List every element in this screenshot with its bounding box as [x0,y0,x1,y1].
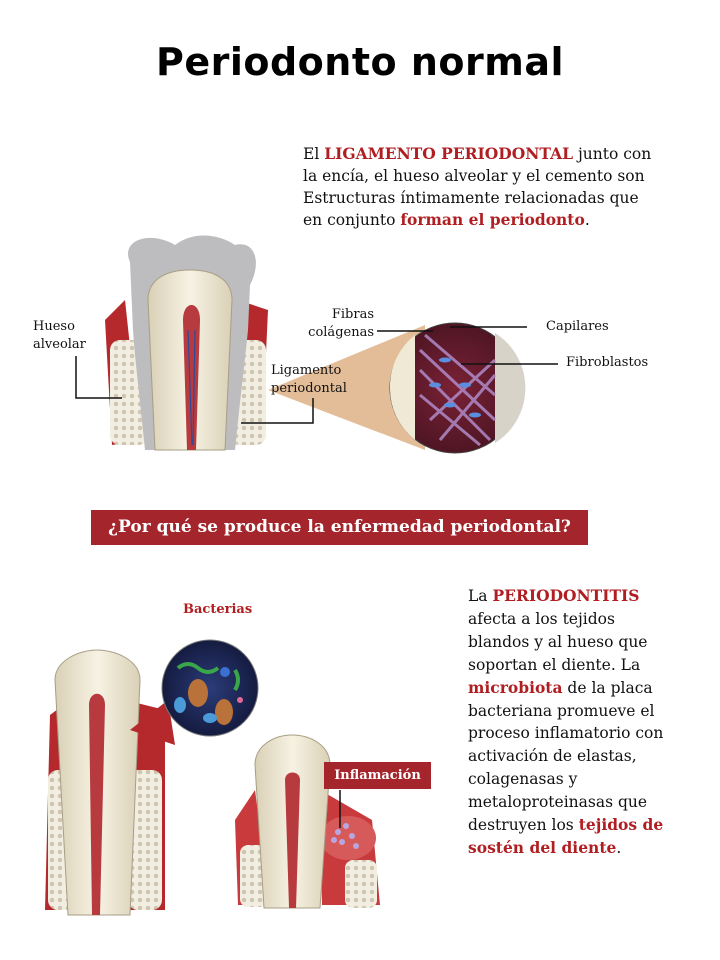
label-hueso-alveolar: Hueso alveolar [33,319,86,352]
tooth-illustration-healthy [45,649,165,916]
label-fibroblastos: Fibroblastos [566,355,649,370]
label-ligamento-periodontal: Ligamento periodontal [271,363,347,396]
label-capilares: Capilares [546,319,609,334]
ligament-zoom [268,322,526,454]
tooth-illustration-top [105,235,268,451]
label-inflamacion: Inflamación [324,762,431,789]
intro-paragraph: El LIGAMENTO PERIODONTAL junto con la en… [303,144,652,229]
bacteria-zoom [130,639,259,745]
label-fibras-colagenas: Fibras colágenas [308,307,374,340]
label-bacterias: Bacterias [183,602,253,617]
body-paragraph: La PERIODONTITIS afecta a los tejidos bl… [468,586,664,857]
question-banner: ¿Por qué se produce la enfermedad period… [91,510,588,545]
tooth-illustration-inflamed [235,734,380,909]
page-title: Periodonto normal [155,40,565,84]
leader-lines [75,326,558,424]
